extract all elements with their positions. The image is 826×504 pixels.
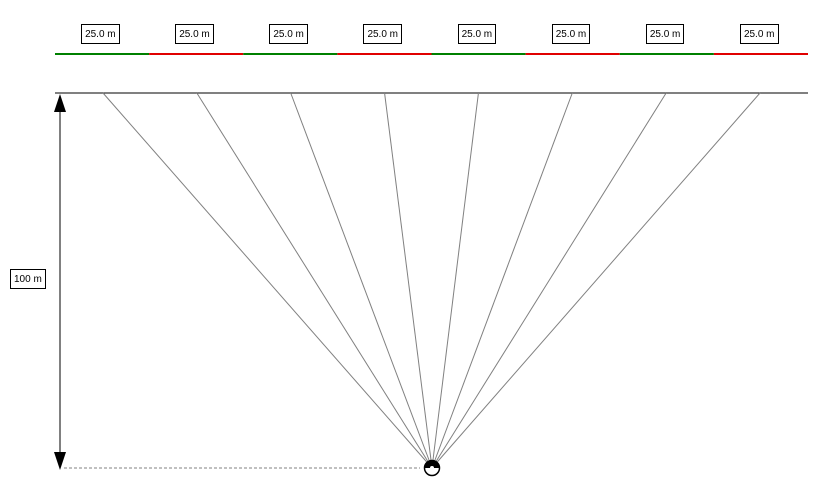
sight-ray [102,92,433,469]
sight-ray [384,92,433,469]
segment-length-label: 25.0 m [175,24,214,44]
target-marker-icon[interactable] [423,459,441,477]
sight-ray [431,92,573,469]
sight-rays [102,92,761,469]
dimension-arrow-up-icon [54,94,66,112]
segment-length-label: 25.0 m [645,24,685,44]
sight-ray [290,92,433,469]
segment-length-label: 25.0 m [269,24,308,44]
segment-length-label: 25.0 m [363,24,403,44]
sight-ray [196,92,433,469]
segment-length-label: 25.0 m [457,24,497,44]
dimension-arrow-down-icon [54,452,66,470]
distance-label: 100 m [10,269,46,289]
sight-ray [431,92,479,469]
sight-ray [431,92,761,469]
segment-length-label: 25.0 m [739,24,779,44]
segment-length-label: 25.0 m [81,24,120,44]
sight-ray [431,92,667,469]
segment-length-label: 25.0 m [551,24,591,44]
